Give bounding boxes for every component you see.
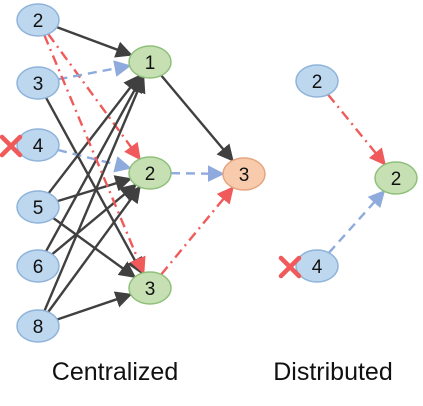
- node-c-in-8: 8: [16, 309, 60, 343]
- node-d-in-2: 2: [295, 64, 339, 98]
- node-c-mid-3-label: 3: [145, 279, 156, 300]
- node-c-in-2-shape: [16, 3, 60, 37]
- edge-c-in-3-to-c-mid-1: [58, 60, 132, 81]
- edge-c-in-2-to-c-mid-2: [47, 33, 141, 161]
- node-c-in-3-label: 3: [33, 74, 44, 95]
- node-d-out-2: 2: [374, 161, 418, 195]
- node-d-in-2-label: 2: [312, 72, 323, 93]
- edge-c-in-8-to-c-mid-2: [47, 185, 141, 313]
- edge-c-in-6-to-c-mid-2: [51, 183, 138, 256]
- x-cross-icon: [278, 255, 302, 279]
- distributed-caption: Distributed: [273, 358, 393, 386]
- edge-d-in-4-to-d-out-2: [328, 189, 386, 254]
- edge-c-mid-1-to-c-out-3: [160, 74, 234, 162]
- edge-d-in-2-to-d-out-2: [327, 93, 386, 166]
- edge-c-in-8-to-c-mid-3: [56, 291, 133, 321]
- x-cross-icon: [0, 134, 23, 158]
- node-c-mid-1-shape: [128, 45, 172, 79]
- node-d-in-4: 4: [295, 249, 339, 283]
- node-c-in-8-label: 8: [33, 317, 44, 338]
- node-c-in-2: 2: [16, 3, 60, 37]
- edge-c-in-5-to-c-mid-1: [47, 74, 141, 194]
- node-d-out-2-shape: [374, 161, 418, 195]
- node-d-out-2-label: 2: [391, 169, 402, 190]
- edge-c-in-2-to-c-mid-3: [43, 34, 146, 275]
- node-c-in-8-shape: [16, 309, 60, 343]
- node-c-mid-2-shape: [128, 156, 172, 190]
- node-c-in-5: 5: [16, 190, 60, 224]
- node-c-in-4: 4: [16, 128, 60, 162]
- edge-c-in-8-to-c-mid-1: [43, 75, 146, 312]
- node-c-in-4-shape: [16, 128, 60, 162]
- node-c-out-3-shape: [222, 157, 266, 191]
- edge-c-in-2-to-c-mid-1: [56, 25, 133, 58]
- node-c-mid-3-shape: [128, 271, 172, 305]
- node-c-out-3-label: 3: [239, 165, 250, 186]
- node-c-in-3: 3: [16, 66, 60, 100]
- node-c-mid-3: 3: [128, 271, 172, 305]
- centralized-caption: Centralized: [52, 358, 178, 386]
- node-c-in-2-label: 2: [33, 11, 44, 32]
- node-c-in-6: 6: [16, 249, 60, 283]
- node-d-in-2-shape: [295, 64, 339, 98]
- node-c-in-6-label: 6: [33, 257, 44, 278]
- node-c-mid-1-label: 1: [145, 53, 156, 74]
- node-c-in-4-label: 4: [33, 136, 44, 157]
- node-c-mid-2: 2: [128, 156, 172, 190]
- node-c-in-6-shape: [16, 249, 60, 283]
- node-d-in-4-shape: [295, 249, 339, 283]
- node-d-in-4-label: 4: [312, 257, 323, 278]
- edge-c-in-6-to-c-mid-1: [45, 75, 143, 252]
- edges-layer: [43, 25, 386, 321]
- node-c-in-5-shape: [16, 190, 60, 224]
- nodes-layer: 2 3 4 5 6 8 1 2 3 3 2 4 2: [16, 3, 418, 343]
- edge-c-in-4-to-c-mid-2: [57, 148, 132, 173]
- edge-c-in-5-to-c-mid-2: [57, 175, 133, 203]
- node-c-in-3-shape: [16, 66, 60, 100]
- edge-c-in-3-to-c-mid-3: [45, 97, 143, 275]
- node-c-in-5-label: 5: [33, 198, 44, 219]
- node-c-mid-1: 1: [128, 45, 172, 79]
- node-c-out-3: 3: [222, 157, 266, 191]
- edge-c-mid-3-to-c-out-3: [160, 186, 234, 276]
- node-c-mid-2-label: 2: [145, 164, 156, 185]
- edge-c-mid-2-to-c-out-3: [170, 165, 225, 183]
- failure-markers-layer: [0, 134, 302, 279]
